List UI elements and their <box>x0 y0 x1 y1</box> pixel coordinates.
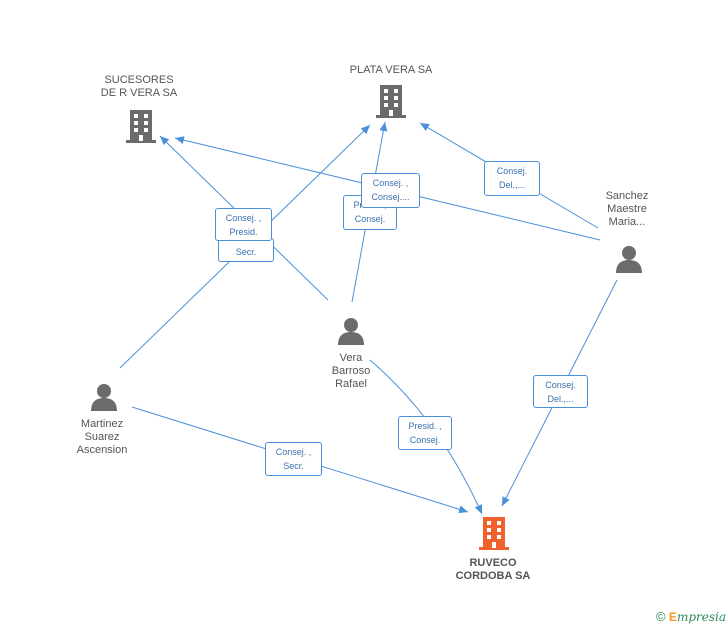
edge-label-vera-sucesores[interactable]: Consej. , Presid. <box>215 208 272 241</box>
node-label-ruveco: RUVECO CORDOBA SA <box>455 557 531 582</box>
building-icon-sucesores[interactable] <box>124 108 158 144</box>
edge-label-sanchez-plata[interactable]: Consej. Del.,... <box>484 161 540 196</box>
node-label-vera: Vera Barroso Rafael <box>331 352 371 390</box>
copyright-icon: © <box>655 609 666 624</box>
building-icon-plata[interactable] <box>374 83 408 119</box>
building-icon-ruveco[interactable] <box>476 515 512 551</box>
node-label-sanchez: Sanchez Maestre Maria... <box>605 190 649 228</box>
node-label-plata: PLATA VERA SA <box>349 64 433 76</box>
person-icon-martinez[interactable] <box>89 382 119 412</box>
edge-label-martinez-plata[interactable]: Secr. <box>218 238 274 262</box>
person-icon-sanchez[interactable] <box>614 244 644 274</box>
edge-label-sanchez-sucesores[interactable]: Consej. , Consej.... <box>361 173 420 208</box>
node-label-sucesores: SUCESORES DE R VERA SA <box>100 74 178 99</box>
brand-logo-initial: E <box>668 610 677 624</box>
edge-label-vera-ruveco[interactable]: Presid. , Consej. <box>398 416 452 450</box>
edge-label-sanchez-ruveco[interactable]: Consej. Del.,... <box>533 375 588 408</box>
footer-brand: © Empresia <box>656 609 726 624</box>
brand-logo-text: mpresia <box>676 610 726 624</box>
person-icon-vera[interactable] <box>336 316 366 346</box>
node-label-martinez: Martinez Suarez Ascension <box>76 418 128 456</box>
edge-label-martinez-ruveco[interactable]: Consej. , Secr. <box>265 442 322 476</box>
